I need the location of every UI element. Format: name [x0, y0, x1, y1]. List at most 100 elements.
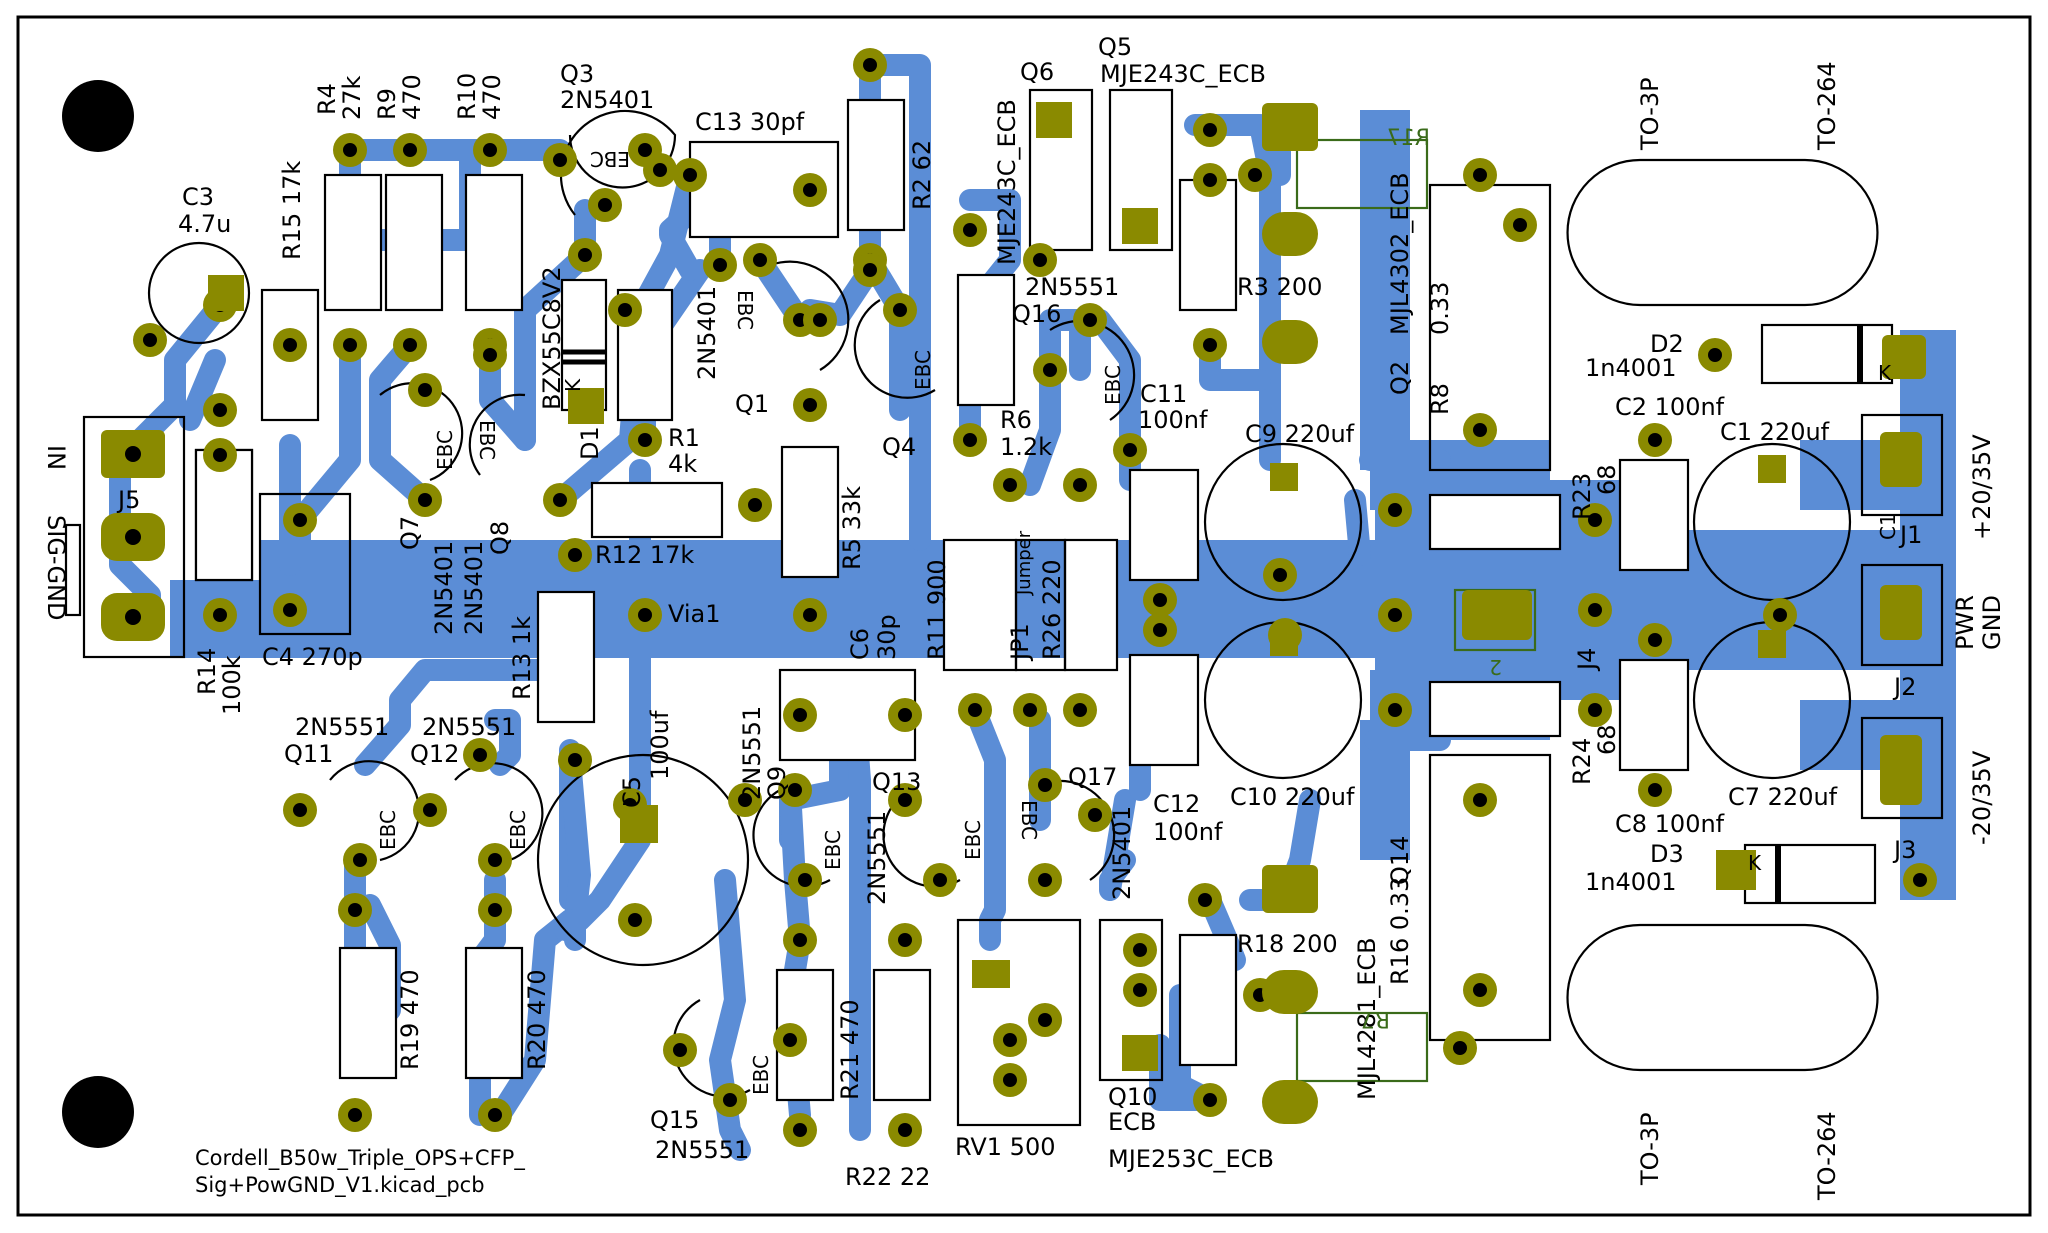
- label-r8: R8: [1426, 383, 1454, 415]
- label-d3-k: K: [1748, 851, 1762, 875]
- label-q11: Q11: [284, 740, 333, 768]
- label-q7: Q7: [396, 516, 424, 550]
- board-title-line1: Cordell_B50w_Triple_OPS+CFP_: [195, 1146, 525, 1171]
- label-c5-value: 100uf: [646, 710, 674, 780]
- label-j3: J3: [1892, 836, 1916, 864]
- label-q14: Q14: [1386, 836, 1414, 885]
- label-c12: C12: [1153, 790, 1200, 818]
- label-q8-value: 2N5401: [460, 541, 488, 635]
- label-q13-pinout: EBC: [961, 820, 985, 860]
- label-c1: C1 220uf: [1720, 418, 1830, 446]
- mounting-hole-bottom: [62, 1076, 134, 1148]
- label-jp1: JP1: [1006, 623, 1034, 662]
- label-c5: C5: [618, 776, 646, 808]
- label-r22: R22 22: [845, 1163, 930, 1191]
- label-c3: C3: [182, 183, 214, 211]
- label-to3p-bottom: TO-3P: [1636, 1112, 1664, 1186]
- label-q13-value: 2N5551: [863, 811, 891, 905]
- label-r13: R13 1k: [508, 616, 536, 700]
- label-r23: R23: [1568, 473, 1596, 520]
- label-c2: C2 100nf: [1615, 393, 1725, 421]
- label-c10: C10 220uf: [1230, 783, 1355, 811]
- label-q6: Q6: [1020, 58, 1054, 86]
- label-r5: R5 33k: [838, 486, 866, 570]
- label-c11-value: 100nf: [1138, 406, 1208, 434]
- label-q11-pinout: EBC: [376, 810, 400, 850]
- label-q10: Q10: [1108, 1083, 1157, 1111]
- label-rv1: RV1 500: [955, 1133, 1056, 1161]
- label-q3-value: 2N5401: [560, 86, 654, 114]
- label-q12-value: 2N5551: [422, 713, 516, 741]
- label-r1-value: 4k: [668, 450, 697, 478]
- label-r15: R15 17k: [278, 161, 306, 260]
- label-r18: R18 200: [1237, 930, 1338, 958]
- label-c4: C4 270p: [262, 643, 363, 671]
- label-minus-rail: -20/35V: [1968, 750, 1996, 845]
- label-q10-value: MJE253C_ECB: [1108, 1145, 1274, 1173]
- label-via1: Via1: [668, 600, 721, 628]
- label-jumper: Jumper: [1014, 530, 1035, 596]
- label-pwr: PWR: [1951, 595, 1979, 650]
- label-j1: J1: [1898, 521, 1922, 549]
- pads: [101, 48, 1937, 1147]
- label-d2-k: K: [1878, 361, 1892, 385]
- label-r14-value: 100k: [218, 655, 246, 715]
- silkscreen-labels: C3 4.7u R15 17k R4 27k R9 470 R10 470 Q3…: [42, 33, 2006, 1201]
- label-r9-value: 470: [398, 74, 426, 120]
- label-r4-value: 27k: [338, 75, 366, 120]
- label-q6-value: MJE243C_ECB: [993, 99, 1021, 265]
- label-q8-pinout: EBC: [475, 420, 499, 460]
- label-j4: J4: [1573, 648, 1601, 672]
- label-mirror-r17: R17: [1387, 126, 1430, 151]
- label-r6-value: 1.2k: [1000, 433, 1052, 461]
- label-to264-top: TO-264: [1813, 61, 1841, 151]
- label-d3-value: 1n4001: [1585, 868, 1677, 896]
- label-q16-pinout: EBC: [1101, 365, 1125, 405]
- label-j2: J2: [1892, 673, 1916, 701]
- label-d2: D2: [1650, 330, 1684, 358]
- label-q9-value: 2N5551: [738, 706, 766, 800]
- label-q13: Q13: [872, 768, 921, 796]
- board-title-line2: Sig+PowGND_V1.kicad_pcb: [195, 1173, 485, 1198]
- label-r26: R26 220: [1038, 559, 1066, 660]
- label-r12: R12 17k: [595, 541, 694, 569]
- label-q9-pinout: EBC: [821, 830, 845, 870]
- label-r10-value: 470: [478, 74, 506, 120]
- label-q1: Q1: [735, 390, 769, 418]
- label-r9: R9: [373, 88, 401, 120]
- label-r21: R21 470: [836, 999, 864, 1100]
- label-d2-value: 1n4001: [1585, 354, 1677, 382]
- label-r20: R20 470: [523, 969, 551, 1070]
- label-q10-pinout: ECB: [1108, 1108, 1156, 1136]
- label-q1-value: 2N5401: [693, 286, 721, 380]
- label-c11: C11: [1140, 380, 1187, 408]
- label-r10: R10: [453, 73, 481, 120]
- label-in: IN: [42, 445, 70, 470]
- label-r11: R11 900: [923, 559, 951, 660]
- label-q16-value: 2N5551: [1025, 273, 1119, 301]
- label-to264-bottom: TO-264: [1813, 1111, 1841, 1201]
- label-c3-value: 4.7u: [178, 210, 231, 238]
- label-q14-value: MJL4281_ECB: [1353, 937, 1381, 1100]
- label-sig-gnd: SIG-GND: [42, 515, 70, 620]
- mounting-hole-top: [62, 80, 134, 152]
- label-q15: Q15: [650, 1106, 699, 1134]
- label-q4: Q4: [882, 433, 916, 461]
- label-q5-value: MJE243C_ECB: [1100, 60, 1266, 88]
- silkscreen-bodies: [64, 88, 1944, 1127]
- label-q12: Q12: [410, 740, 459, 768]
- label-r23-value: 68: [1593, 464, 1621, 495]
- label-r24-value: 68: [1593, 724, 1621, 755]
- label-c1-short: C1: [1876, 513, 1900, 540]
- label-c12-value: 100nf: [1153, 818, 1223, 846]
- label-d1: D1: [576, 426, 604, 460]
- label-q17-pinout: EBC: [1017, 800, 1041, 840]
- label-mirror-2: 2: [1489, 655, 1502, 679]
- label-k-d1: K: [561, 378, 585, 392]
- label-q4-pinout: EBC: [911, 350, 935, 390]
- label-q1-pinout: EBC: [733, 290, 757, 330]
- label-to3p-top: TO-3P: [1636, 77, 1664, 151]
- label-q11-value: 2N5551: [295, 713, 389, 741]
- label-r6: R6: [1000, 406, 1032, 434]
- label-r3: R3 200: [1237, 273, 1322, 301]
